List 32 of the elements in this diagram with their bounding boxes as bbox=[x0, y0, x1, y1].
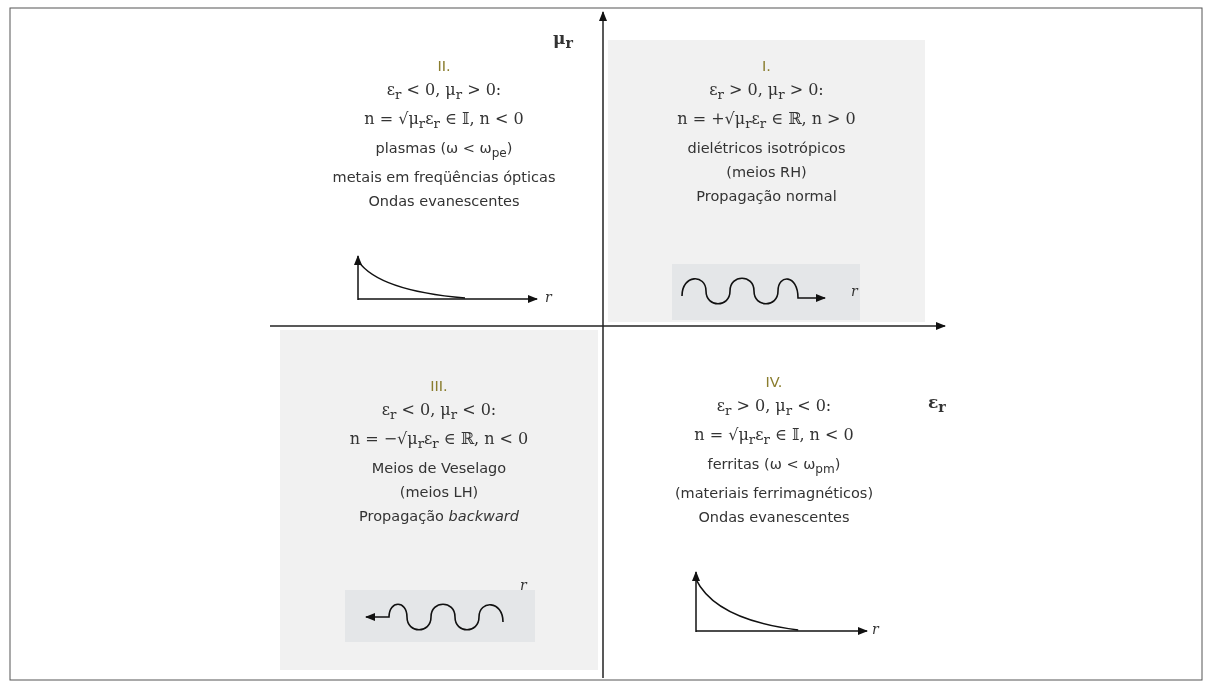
description-text: (meios LH) bbox=[399, 483, 479, 503]
description-text: Propagação normal bbox=[696, 187, 837, 207]
description-text: Ondas evanescentes bbox=[368, 192, 520, 212]
axis-label: r bbox=[851, 284, 858, 298]
sign-condition: ε$_{r}$ > 0, μ$_{r}$ > 0: bbox=[709, 79, 824, 105]
description-text: metais em freqüências ópticas bbox=[332, 168, 556, 188]
axis-label: r bbox=[872, 622, 879, 636]
description-text: (materiais ferrimagnéticos) bbox=[674, 484, 874, 504]
axis-label: r bbox=[520, 578, 527, 592]
sign-condition: ε$_{r}$ < 0, μ$_{r}$ < 0: bbox=[381, 399, 497, 425]
description-text: (meios RH) bbox=[726, 163, 807, 183]
description-text: Meios de Veselago bbox=[371, 459, 507, 479]
refractive-index-formula: n = +√μ$_{r}$ε$_{r}$ ∈ ℝ, n > 0 bbox=[677, 108, 856, 134]
description-text: dielétricos isotrópicos bbox=[687, 139, 846, 159]
quadrant-number: III. bbox=[430, 377, 448, 396]
refractive-index-formula: n = √μ$_{r}$ε$_{r}$ ∈ 𝕀, n < 0 bbox=[364, 108, 524, 134]
axis-label: ε$_{r}$ bbox=[928, 394, 946, 415]
axis-label: μ$_{r}$ bbox=[553, 30, 573, 51]
quadrant-panel bbox=[280, 330, 598, 670]
description-text: plasmas (ω < ω$_{pe}$) bbox=[375, 139, 513, 163]
quadrant-number: II. bbox=[437, 57, 451, 76]
quadrant-panel bbox=[608, 40, 925, 322]
axis-label: r bbox=[545, 290, 552, 304]
description-text: Ondas evanescentes bbox=[698, 508, 850, 528]
quadrant-number: IV. bbox=[765, 373, 783, 392]
description-text: ferritas (ω < ω$_{pm}$) bbox=[707, 455, 841, 479]
refractive-index-formula: n = √μ$_{r}$ε$_{r}$ ∈ 𝕀, n < 0 bbox=[694, 424, 854, 450]
refractive-index-formula: n = −√μ$_{r}$ε$_{r}$ ∈ ℝ, n < 0 bbox=[349, 428, 529, 454]
quadrant-number: I. bbox=[762, 57, 771, 76]
sign-condition: ε$_{r}$ < 0, μ$_{r}$ > 0: bbox=[386, 79, 502, 105]
sign-condition: ε$_{r}$ > 0, μ$_{r}$ < 0: bbox=[716, 395, 832, 421]
description-text: Propagação backward bbox=[359, 507, 519, 527]
